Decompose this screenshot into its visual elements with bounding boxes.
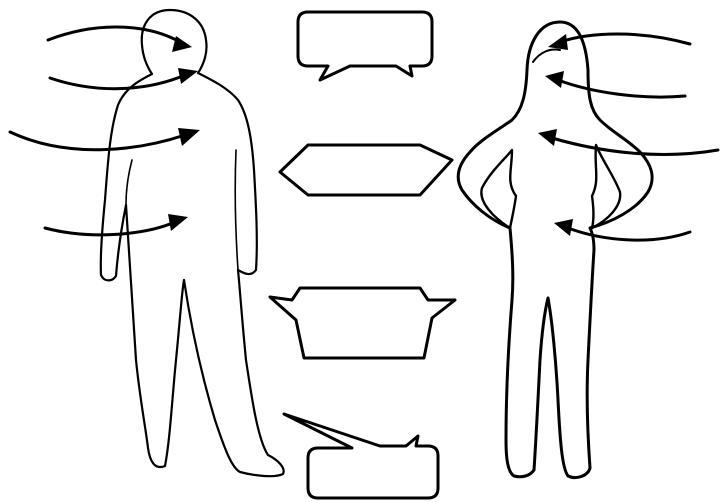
woman-outline [458,22,652,478]
man-arrow-waist-curve [45,222,175,235]
speech-bubble-4-shape [284,414,438,498]
woman-arrow-waist-tip [554,219,573,236]
woman-arrow-neck-tip [545,71,564,88]
woman-arrow-waist-curve [568,228,690,240]
woman-hair-line [533,50,560,63]
man-arrow-waist-tip [168,214,188,231]
man-arrow-neck-tip [178,68,198,84]
man-outline [101,10,284,476]
speech-bubble-2 [280,145,452,195]
woman-arrow-head-tip [548,34,568,50]
man-arrow-chest-tip [178,128,200,146]
man-arrow-head-curve [48,27,180,42]
woman-arrow-neck-curve [558,80,685,97]
speech-bubble-3-shape [270,288,455,358]
speech-bubble-3 [270,288,455,358]
man-arm-gap-right [235,150,238,270]
speech-bubble-2-shape [280,145,452,195]
speech-bubble-1 [298,12,432,80]
woman-figure [458,22,718,478]
man-arrow-chest-curve [10,132,185,150]
woman-arrow-chest-tip [538,129,557,146]
woman-right-arm-inner [592,145,620,228]
man-figure [10,10,284,476]
man-arm-gap [126,160,132,205]
speech-bubble-4 [284,414,438,498]
man-arrow-neck-curve [50,75,185,89]
speech-bubble-1-shape [298,12,432,80]
